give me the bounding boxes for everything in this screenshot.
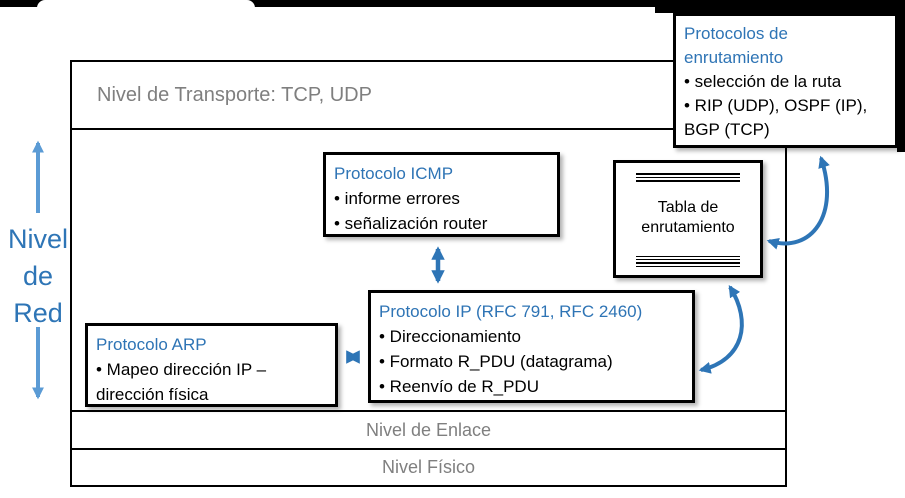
- physical-layer-label: Nivel Físico: [381, 457, 475, 477]
- icmp-protocol-box: Protocolo ICMP • informe errores • señal…: [323, 152, 560, 237]
- routing-table-box: Tabla de enrutamiento: [613, 160, 763, 278]
- link-layer-label: Nivel de Enlace: [365, 419, 492, 440]
- top-right-black-area: [655, 0, 905, 13]
- side-label-line: de: [22, 261, 54, 291]
- right-edge-black-strip: [897, 0, 905, 152]
- ip-bullet: • Reenvío de R_PDU: [379, 377, 539, 396]
- ip-protocol-box: Protocolo IP (RFC 791, RFC 2460) • Direc…: [368, 290, 695, 403]
- routing-table-lines-icon: [624, 171, 752, 182]
- routing-protocols-title: Protocolos de enrutamiento: [684, 24, 788, 67]
- ip-bullet: • Formato R_PDU (datagrama): [379, 352, 613, 371]
- ip-title: Protocolo IP (RFC 791, RFC 2460): [379, 302, 643, 321]
- icmp-title: Protocolo ICMP: [334, 164, 454, 183]
- arp-bullet: • Mapeo dirección IP – dirección física: [96, 360, 267, 404]
- routing-table-label: Tabla de enrutamiento: [641, 199, 735, 236]
- transport-layer-label: Nivel de Transporte: TCP, UDP: [97, 83, 372, 106]
- routing-protocols-bullet: • selección de la ruta: [684, 72, 842, 91]
- icmp-bullet: • señalización router: [334, 214, 488, 233]
- link-layer-box: Nivel de Enlace: [70, 412, 787, 450]
- arp-title: Protocolo ARP: [96, 335, 207, 354]
- arp-protocol-box: Protocolo ARP • Mapeo dirección IP – dir…: [85, 323, 338, 407]
- slide-tab-shape: [37, 0, 255, 8]
- top-black-bar: [0, 0, 905, 7]
- side-label-line: Nivel: [7, 224, 68, 254]
- transport-layer-box: Nivel de Transporte: TCP, UDP: [70, 60, 787, 130]
- icmp-bullet: • informe errores: [334, 189, 460, 208]
- network-level-side-label: Nivel de Red: [0, 221, 76, 332]
- physical-layer-box: Nivel Físico: [70, 450, 787, 487]
- network-layer-container: [70, 130, 787, 412]
- routing-protocols-box: Protocolos de enrutamiento • selección d…: [673, 13, 898, 148]
- routing-table-lines-icon: [624, 254, 752, 267]
- side-label-line: Red: [13, 298, 63, 328]
- routing-protocols-bullet: • RIP (UDP), OSPF (IP), BGP (TCP): [684, 96, 868, 139]
- ip-bullet: • Direccionamiento: [379, 327, 522, 346]
